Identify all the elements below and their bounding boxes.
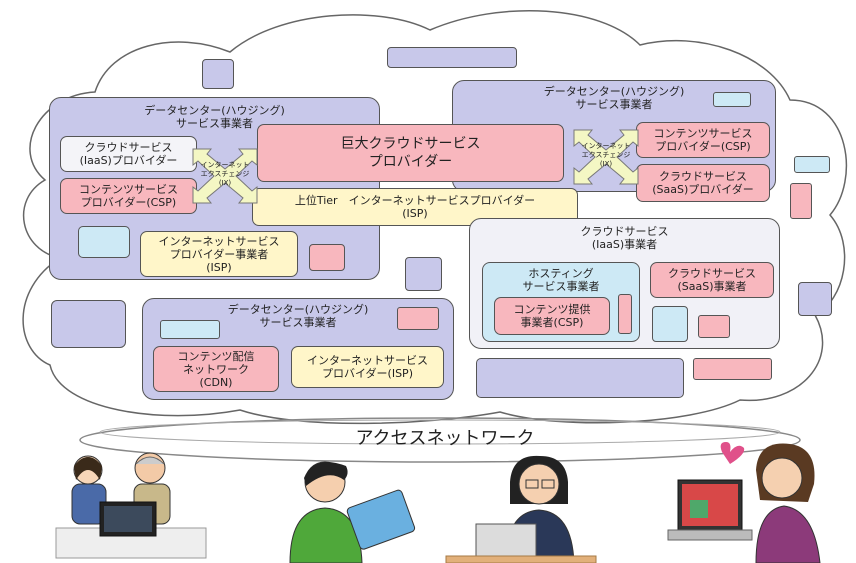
ix-left: インターネット エクスチェンジ (IX) [189,145,261,207]
access-network-label: アクセスネットワーク [355,428,535,449]
csp-box: コンテンツサービス プロバイダー(CSP) [636,122,770,158]
ix-label: インターネット エクスチェンジ (IX) [581,142,631,168]
saas-provider-box: クラウドサービス (SaaS)プロバイダー [636,164,770,202]
decorative-square [78,226,130,258]
decorative-square [405,257,442,291]
decorative-bar [476,358,684,398]
hosting-title: ホスティング サービス事業者 [522,267,600,293]
cdn-box: コンテンツ配信 ネットワーク (CDN) [153,346,279,392]
csp-box: コンテンツサービス プロバイダー(CSP) [60,178,197,214]
iaas-provider-box: クラウドサービス (IaaS)プロバイダー [60,136,197,172]
ix-arrows-icon [573,129,639,185]
isp-operator-box: インターネットサービス プロバイダー事業者 (ISP) [140,231,298,277]
iaas-operator-title: クラウドサービス (IaaS)事業者 [580,225,669,251]
saas-operator-box: クラウドサービス (SaaS)事業者 [650,262,774,298]
ix-arrows-icon [192,148,258,204]
datacenter-title: データセンター(ハウジング) サービス事業者 [144,104,285,130]
woman-online-shopping-icon [667,442,821,563]
datacenter-title: データセンター(ハウジング) サービス事業者 [543,85,685,111]
decorative-square [698,315,730,338]
decorative-square [652,306,688,342]
decorative-square [309,244,345,271]
decorative-bar [618,294,632,334]
mega-cloud-provider-box: 巨大クラウドサービス プロバイダー [257,124,564,182]
decorative-square [790,183,812,219]
decorative-square [397,307,439,330]
man-with-tablet-icon [289,461,416,563]
content-provider-box: コンテンツ提供 事業者(CSP) [494,297,610,335]
decorative-bar [693,358,772,380]
ix-label: インターネット エクスチェンジ (IX) [200,161,250,187]
decorative-bar [387,47,517,68]
decorative-square [51,300,126,348]
woman-with-laptop-icon [445,455,597,563]
isp-box: インターネットサービス プロバイダー(ISP) [291,346,444,388]
decorative-square [713,92,751,107]
decorative-square [798,282,832,316]
decorative-square [794,156,830,173]
decorative-square [160,320,220,339]
family-at-computer-icon [55,452,207,559]
datacenter-title: データセンター(ハウジング) サービス事業者 [227,303,369,329]
ix-right: インターネット エクスチェンジ (IX) [570,126,642,188]
decorative-square [202,59,234,89]
